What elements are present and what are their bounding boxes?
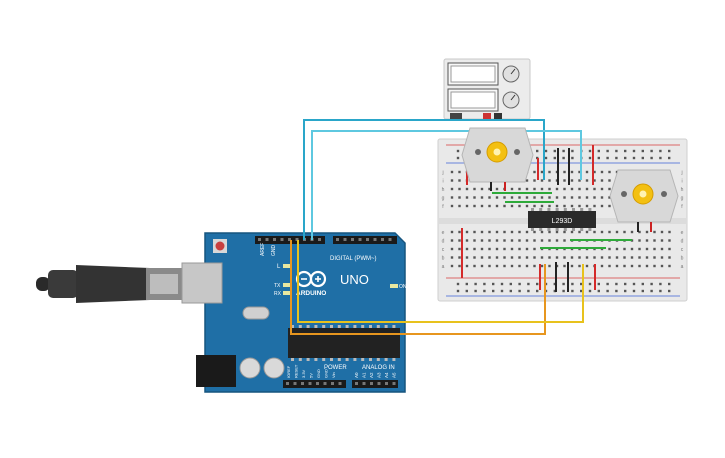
wire-yellow[interactable] [297,240,584,323]
row-letter: j [441,170,443,176]
power-supply[interactable] [443,58,531,121]
motor-gear-icon [486,141,508,163]
on-led-label: ON [399,284,407,290]
wire-red-group[interactable] [461,145,596,290]
arduino-uno-board[interactable]: AREF GND L TX RX DIGITAL (PWM~) ARDUINO … [181,232,407,393]
arduino-brand-text: ARDUINO [296,290,326,297]
row-letter: e [681,230,684,236]
analog-pin-label: A4 [384,372,389,378]
wire-green-group[interactable] [492,192,632,249]
power-header[interactable] [283,380,346,388]
row-letter: b [442,256,445,262]
row-letter: j [680,170,682,176]
row-letter: h [681,187,684,193]
gnd-label: GND [271,245,277,257]
power-pin-label: IOREF [286,365,291,378]
analog-pin-label: A0 [354,372,359,378]
wire-orange[interactable] [290,240,546,335]
digital-header-right[interactable] [333,236,397,244]
digital-pwm-label: DIGITAL (PWM~) [330,256,377,262]
row-letter: d [681,239,684,245]
atmega-chip [288,328,400,358]
power-pin-label: RESET [294,364,299,378]
row-letter: i [681,179,682,185]
analog-pin-label: A5 [392,372,397,378]
row-letter: c [681,247,684,253]
row-letter: a [681,264,684,270]
chip-label: L293D [552,218,573,225]
power-section-label: POWER [324,365,347,371]
row-letter: a [442,264,445,270]
power-pin-label: GND [316,369,321,378]
led-rx-label: RX [274,291,282,297]
analog-in-label: ANALOG IN [362,365,395,371]
power-jack[interactable] [196,355,236,387]
aref-label: AREF [260,243,266,256]
row-letter: c [442,247,445,253]
led-l-label: L [277,264,281,270]
led-tx-label: TX [274,283,281,289]
power-pin-label: Vin [331,372,336,378]
usb-cable[interactable] [36,265,182,303]
analog-pin-label: A2 [369,372,374,378]
row-letter: f [442,204,444,210]
dc-motor-2[interactable] [609,169,679,232]
row-letter: e [442,230,445,236]
wire-blue-2[interactable] [311,130,582,240]
row-letter: h [442,187,445,193]
row-letter: d [442,239,445,245]
power-pin-label: GND [324,369,329,378]
dc-motor-1[interactable] [461,127,534,191]
analog-pin-label: A3 [377,372,382,378]
row-letter: i [442,179,443,185]
motor-gear-icon [632,183,654,205]
power-pin-label: 3.3V [301,369,306,378]
l293d-chip[interactable]: L293D [528,208,596,231]
analog-pin-label: A1 [362,372,367,378]
uno-model-text: UNO [340,272,369,287]
arduino-logo-icon [295,270,327,288]
row-letter: g [442,196,445,202]
wire-blue-1[interactable] [303,119,545,240]
analog-header[interactable] [352,380,398,388]
row-letter: b [681,256,684,262]
power-pin-label: 5V [309,373,314,378]
wire-black-group[interactable] [555,148,570,292]
row-letter: f [681,204,683,210]
row-letter: g [681,196,684,202]
